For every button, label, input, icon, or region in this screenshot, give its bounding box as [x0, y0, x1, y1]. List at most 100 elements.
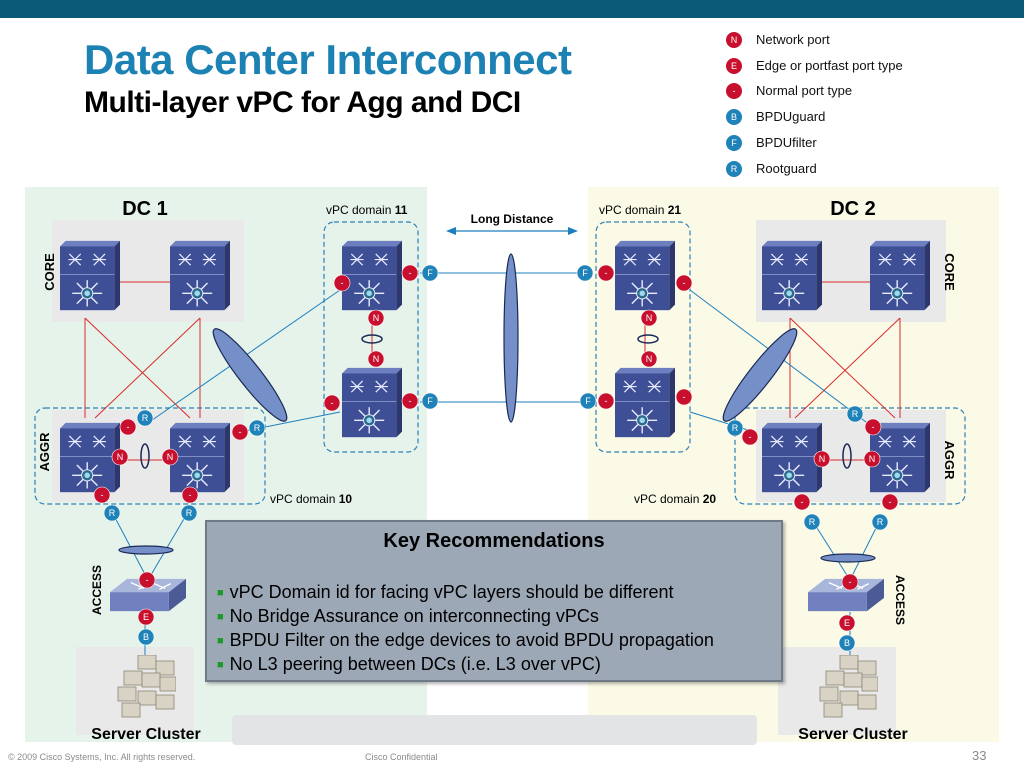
dc2-server-cluster-label: Server Cluster	[798, 726, 907, 743]
dc2-core-switch-2-icon	[870, 239, 930, 312]
legend-label: Network port	[756, 32, 830, 47]
dci-left-switch-1-icon	[342, 239, 402, 312]
svg-text:-: -	[146, 575, 149, 585]
bullet-icon: ■	[217, 659, 224, 671]
svg-text:N: N	[819, 454, 826, 464]
svg-text:B: B	[844, 638, 850, 648]
svg-text:-: -	[605, 396, 608, 406]
dc1-core-switch-2-icon	[170, 239, 230, 312]
footer-copyright: © 2009 Cisco Systems, Inc. All rights re…	[8, 752, 196, 762]
svg-text:N: N	[646, 313, 653, 323]
bpdufilter-badge-icon: F	[726, 135, 742, 151]
legend-label: BPDUguard	[756, 109, 826, 124]
svg-text:N: N	[646, 354, 653, 364]
dc1-agg-switch-1-icon	[60, 421, 120, 494]
svg-text:R: R	[254, 423, 261, 433]
bullet-icon: ■	[217, 635, 224, 647]
recommendation-text: No L3 peering between DCs (i.e. L3 over …	[229, 654, 601, 674]
dc1-uplink-portchannel-icon	[212, 328, 288, 422]
key-recommendations-title: Key Recommendations	[383, 530, 605, 552]
long-distance-portchannel-icon	[503, 253, 519, 423]
vpc-domain-11-outline	[323, 221, 419, 453]
normal-port-badge-icon: -	[726, 83, 742, 99]
svg-text:N: N	[117, 452, 124, 462]
svg-text:-: -	[889, 497, 892, 507]
recommendation-text: BPDU Filter on the edge devices to avoid…	[229, 630, 714, 650]
legend-label: Edge or portfast port type	[756, 58, 903, 73]
agg-right-peerlink-icon	[842, 443, 852, 469]
dc2-core-switch-1-icon	[762, 239, 822, 312]
vpc-domain-prefix: vPC domain	[634, 492, 699, 506]
bullet-icon: ■	[217, 611, 224, 623]
network-port-badge-icon: N	[726, 32, 742, 48]
bullet-icon: ■	[217, 587, 224, 599]
vpc-domain-prefix: vPC domain	[326, 203, 391, 217]
svg-text:-: -	[189, 490, 192, 500]
edge-port-badge-icon: E	[726, 58, 742, 74]
svg-text:N: N	[373, 313, 380, 323]
dc2-agg-switch-1-icon	[762, 421, 822, 494]
dci-right-switch-2-icon	[615, 366, 675, 439]
vpc-domain-21-outline	[595, 221, 691, 453]
dci-right-switch-1-icon	[615, 239, 675, 312]
vpc-domain-10-outline	[34, 407, 266, 505]
svg-text:-: -	[683, 392, 686, 402]
svg-text:R: R	[852, 409, 859, 419]
dc1-agg-switch-2-icon	[170, 421, 230, 494]
svg-text:N: N	[167, 452, 174, 462]
svg-text:E: E	[143, 612, 149, 622]
recommendation-text: No Bridge Assurance on interconnecting v…	[229, 606, 599, 626]
recommendation-text: vPC Domain id for facing vPC layers shou…	[229, 582, 674, 602]
svg-text:R: R	[142, 413, 149, 423]
list-item: ■ No L3 peering between DCs (i.e. L3 over…	[217, 652, 714, 676]
vpc-domain-11-label: vPC domain 11	[326, 203, 408, 217]
dc2-aggr-label: AGGR	[942, 441, 957, 481]
svg-text:F: F	[585, 396, 591, 406]
bottom-shadow-bar	[232, 715, 757, 745]
vpc-domain-id: 11	[395, 203, 408, 217]
dc1-core-label: CORE	[42, 253, 57, 291]
svg-text:R: R	[109, 508, 116, 518]
svg-text:R: R	[732, 423, 739, 433]
dc1-core-switch-1-icon	[60, 239, 120, 312]
svg-text:B: B	[143, 632, 149, 642]
dc2-access-label: ACCESS	[893, 575, 907, 625]
svg-text:F: F	[582, 268, 588, 278]
page-number: 33	[972, 748, 987, 763]
legend-label: Rootguard	[756, 161, 817, 176]
svg-text:-: -	[127, 422, 130, 432]
svg-text:-: -	[341, 278, 344, 288]
svg-text:R: R	[877, 517, 884, 527]
svg-text:-: -	[683, 278, 686, 288]
vpc-domain-prefix: vPC domain	[599, 203, 664, 217]
svg-text:F: F	[427, 268, 433, 278]
svg-text:N: N	[373, 354, 380, 364]
dc2-label: DC 2	[830, 198, 876, 220]
svg-text:-: -	[101, 490, 104, 500]
access-left-portchannel-icon	[118, 545, 174, 555]
vpc-domain-id: 10	[339, 492, 353, 506]
svg-text:R: R	[809, 517, 816, 527]
key-recommendations-box: Key Recommendations ■ vPC Domain id for f…	[205, 520, 783, 682]
vpc-domain-prefix: vPC domain	[270, 492, 335, 506]
list-item: ■ vPC Domain id for facing vPC layers sho…	[217, 580, 714, 604]
dc1-aggr-label: AGGR	[37, 432, 52, 472]
svg-text:F: F	[427, 396, 433, 406]
dci-right-peerlink-icon	[637, 334, 659, 344]
legend-label: BPDUfilter	[756, 135, 817, 150]
svg-text:-: -	[409, 268, 412, 278]
dc1-server-cluster-label: Server Cluster	[91, 726, 200, 743]
svg-text:-: -	[331, 398, 334, 408]
vpc-domain-id: 21	[668, 203, 682, 217]
vpc-domain-10-label: vPC domain 10	[270, 492, 352, 506]
svg-text:-: -	[872, 422, 875, 432]
list-item: ■ BPDU Filter on the edge devices to avoi…	[217, 628, 714, 652]
agg-left-peerlink-icon	[140, 443, 150, 469]
vpc-domain-id: 20	[703, 492, 717, 506]
red-port-badges	[93, 264, 899, 632]
access-right-portchannel-icon	[820, 553, 876, 563]
vpc-domain-21-label: vPC domain 21	[599, 203, 681, 217]
top-banner	[0, 0, 1024, 18]
bpduguard-badge-icon: B	[726, 109, 742, 125]
